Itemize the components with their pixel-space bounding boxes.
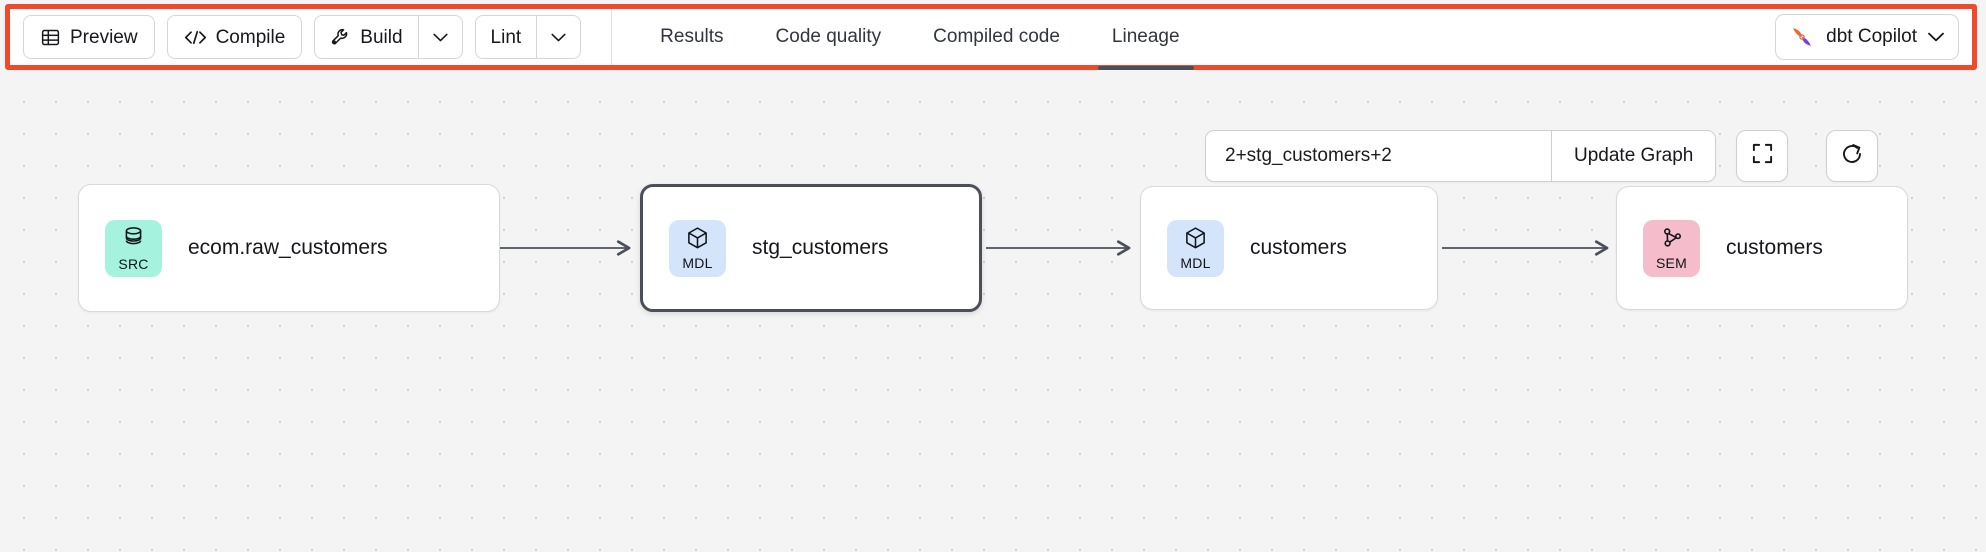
lineage-node-ecom-raw-customers[interactable]: SRC ecom.raw_customers [78,184,500,312]
lineage-node-stg-customers[interactable]: MDL stg_customers [640,184,982,312]
node-selector-group: Update Graph [1205,130,1717,182]
node-badge-sem: SEM [1643,219,1700,277]
toolbar-divider [611,9,613,65]
dbt-copilot-label: dbt Copilot [1826,26,1917,47]
database-icon [122,226,145,256]
dbt-copilot-icon [1789,24,1815,50]
build-button[interactable]: Build [315,16,417,58]
dbt-copilot-button[interactable]: dbt Copilot [1775,14,1959,60]
refresh-graph-button[interactable] [1826,130,1879,182]
wrench-icon [330,27,351,48]
tab-results[interactable]: Results [634,9,749,65]
fullscreen-button[interactable] [1736,130,1789,182]
tab-compiled-code-label: Compiled code [933,26,1060,47]
lint-button[interactable]: Lint [476,16,537,58]
node-badge-label: MDL [1180,255,1211,271]
result-pane-tabs: Results Code quality Compiled code Linea… [634,9,1206,70]
lineage-node-label: stg_customers [752,236,889,259]
chevron-down-icon [432,33,448,42]
graph-controls: Update Graph [1205,130,1879,182]
table-icon [40,27,61,48]
lineage-graph-canvas[interactable]: Update Graph [0,76,1986,552]
fullscreen-icon [1751,142,1774,170]
tab-results-label: Results [660,26,724,47]
refresh-icon [1840,142,1864,171]
compile-button-label: Compile [215,26,286,48]
tab-code-quality[interactable]: Code quality [750,9,908,65]
tab-code-quality-label: Code quality [775,26,882,47]
build-button-group: Build [314,15,463,59]
lint-button-label: Lint [490,26,522,48]
tab-compiled-code[interactable]: Compiled code [907,9,1086,65]
preview-button[interactable]: Preview [23,15,155,59]
node-badge-mdl: MDL [1167,219,1224,277]
lineage-node-customers-semantic[interactable]: SEM customers [1616,186,1908,310]
node-badge-label: SRC [118,255,149,272]
cube-icon [1184,226,1207,255]
node-selector-input[interactable] [1206,131,1551,181]
lineage-node-label: ecom.raw_customers [188,236,388,259]
lint-button-group: Lint [474,15,582,59]
toolbar-action-buttons: Preview Compile [10,9,613,65]
lineage-node-customers-model[interactable]: MDL customers [1140,186,1438,310]
tab-lineage[interactable]: Lineage [1086,9,1206,70]
top-toolbar: Preview Compile [5,4,1977,70]
cube-icon [686,226,709,255]
compile-button[interactable]: Compile [166,15,303,59]
semantic-graph-icon [1660,226,1684,255]
toolbar-right-section: dbt Copilot [1775,14,1972,60]
tab-lineage-label: Lineage [1111,26,1180,47]
node-badge-label: SEM [1656,255,1687,271]
chevron-down-icon [1928,32,1944,42]
node-badge-label: MDL [682,255,713,271]
code-brackets-icon [184,28,207,47]
preview-button-label: Preview [70,26,138,48]
node-badge-src: SRC [105,219,162,277]
lineage-node-label: customers [1726,236,1823,259]
node-badge-mdl: MDL [669,219,726,277]
update-graph-button[interactable]: Update Graph [1551,131,1716,181]
chevron-down-icon [551,33,566,42]
lineage-node-label: customers [1250,236,1347,259]
build-dropdown-toggle[interactable] [417,16,462,58]
lint-dropdown-toggle[interactable] [536,16,580,58]
update-graph-button-label: Update Graph [1574,145,1694,166]
build-button-label: Build [360,26,403,48]
